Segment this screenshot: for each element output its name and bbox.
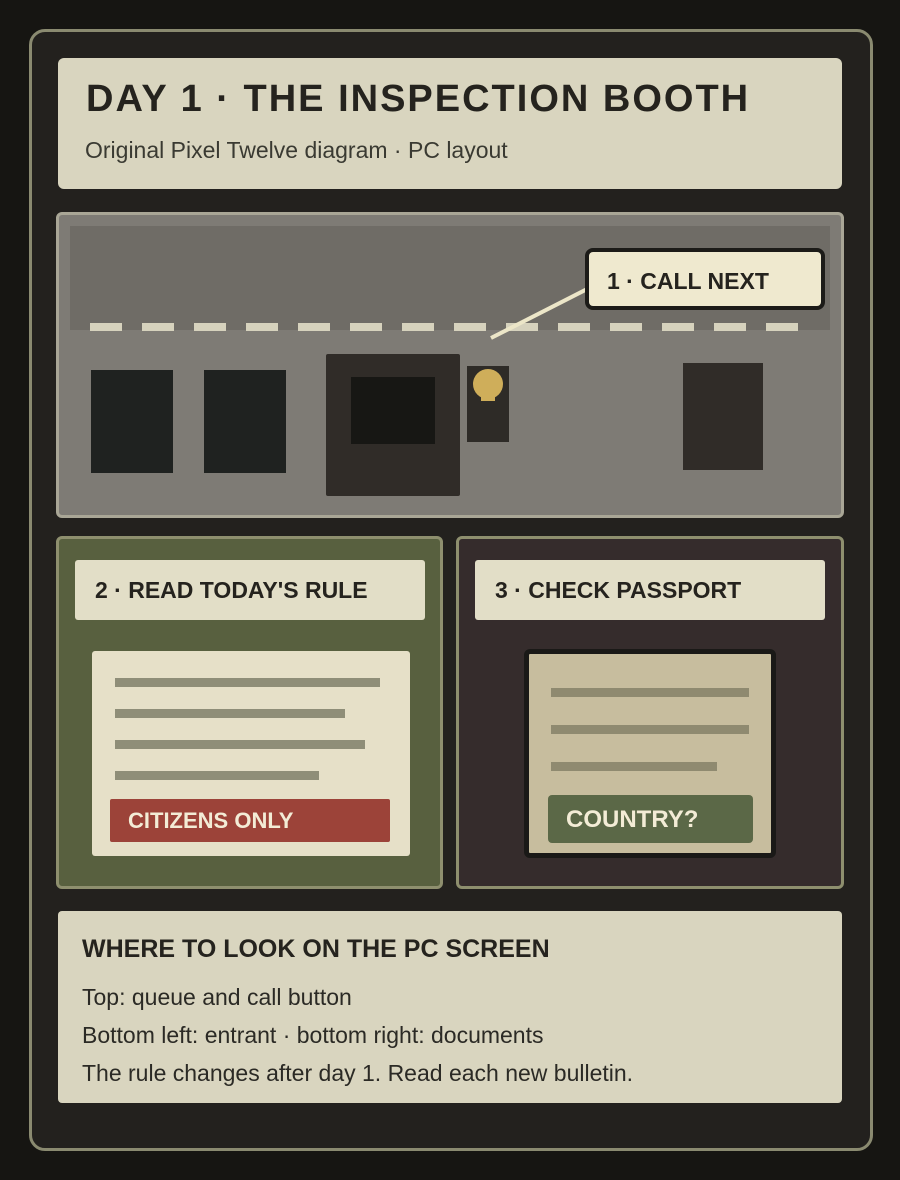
- info-title: WHERE TO LOOK ON THE PC SCREEN: [82, 935, 550, 963]
- queue-dash: [766, 323, 798, 331]
- citizens-only-stamp: CITIZENS ONLY: [110, 799, 390, 842]
- bulletin-text-line: [115, 678, 380, 687]
- bulletin-text-line: [115, 709, 345, 718]
- country-field: COUNTRY?: [548, 795, 753, 843]
- queue-dash: [402, 323, 434, 331]
- info-line: The rule changes after day 1. Read each …: [82, 1060, 634, 1086]
- call-next-button[interactable]: 1 · CALL NEXT: [585, 248, 825, 310]
- queue-dash: [610, 323, 642, 331]
- header-panel: [58, 58, 842, 189]
- bulletin-text-line: [115, 771, 319, 780]
- page-subtitle: Original Pixel Twelve diagram · PC layou…: [85, 137, 508, 163]
- queue-dash: [142, 323, 174, 331]
- exit-door: [683, 363, 763, 470]
- info-line: Top: queue and call button: [82, 984, 352, 1010]
- page-title: DAY 1 · THE INSPECTION BOOTH: [86, 78, 751, 120]
- queue-dash: [194, 323, 226, 331]
- building-window: [204, 370, 286, 473]
- queue-dash: [350, 323, 382, 331]
- building-window: [91, 370, 173, 473]
- bell-icon[interactable]: [473, 369, 503, 399]
- rule-panel-label: 2 · READ TODAY'S RULE: [75, 560, 425, 620]
- queue-dash: [506, 323, 538, 331]
- passport-text-line: [551, 762, 717, 771]
- queue-dash: [662, 323, 694, 331]
- info-line: Bottom left: entrant · bottom right: doc…: [82, 1022, 544, 1048]
- queue-dash: [298, 323, 330, 331]
- booth-window: [351, 377, 435, 444]
- passport-text-line: [551, 725, 749, 734]
- queue-dash: [558, 323, 590, 331]
- queue-dash: [454, 323, 486, 331]
- info-panel: [58, 911, 842, 1103]
- bell-base: [481, 395, 495, 401]
- passport-text-line: [551, 688, 749, 697]
- bulletin-text-line: [115, 740, 365, 749]
- queue-dash: [90, 323, 122, 331]
- passport-panel-label: 3 · CHECK PASSPORT: [475, 560, 825, 620]
- queue-dash: [246, 323, 278, 331]
- queue-dash: [714, 323, 746, 331]
